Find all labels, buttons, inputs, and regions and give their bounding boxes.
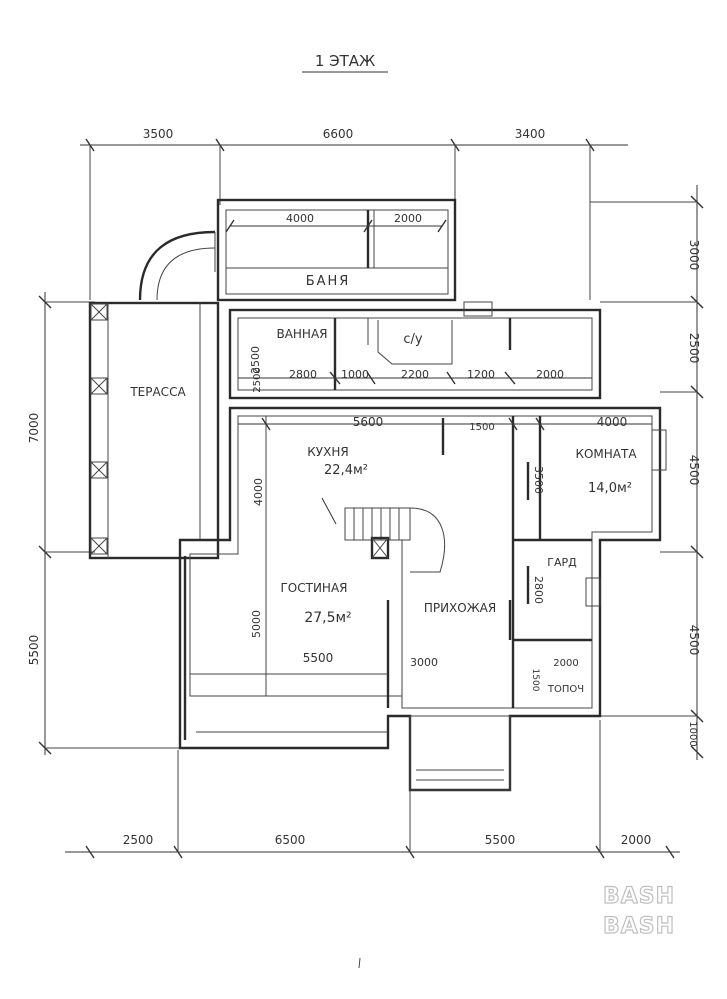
dim-bottom-1: 2500 <box>123 833 154 847</box>
dim-bath-h2: 2500 <box>252 367 263 392</box>
dim-room-h: 3500 <box>532 466 545 494</box>
dim-top-3: 3400 <box>515 127 546 141</box>
room-komnata-area: 14,0м² <box>588 481 632 496</box>
banya-walls: 4000 2000 БАНЯ <box>138 198 457 302</box>
room-banya: БАНЯ <box>306 274 351 289</box>
dim-bath-1200: 1200 <box>467 368 495 381</box>
logo-line-2: BASH <box>602 913 676 939</box>
dim-bath-2000: 2000 <box>536 368 564 381</box>
dim-bath-h: 2500 <box>249 346 262 374</box>
bash-logo: BASH BASH <box>602 883 676 944</box>
main-walls <box>178 301 667 792</box>
dim-top-1: 3500 <box>143 127 174 141</box>
dim-right-4: 4500 <box>687 625 701 656</box>
room-living-area: 27,5м² <box>304 610 351 626</box>
interior-dims: 5600 1500 4000 4000 3500 2800 5000 5500 … <box>238 415 652 692</box>
dim-right: 3000 2500 4500 4500 1000 <box>590 185 704 760</box>
dim-top: 3500 6600 3400 <box>80 127 628 300</box>
dim-kitchen-1500: 1500 <box>469 422 494 433</box>
bath-walls: ВАННАЯ с/у 2500 2500 2800 1000 2200 1200… <box>228 308 602 400</box>
dim-hall-w: 3000 <box>410 656 438 669</box>
room-su: с/у <box>403 332 423 347</box>
room-komnata: КОМНАТА <box>575 447 637 461</box>
dim-right-2: 2500 <box>687 333 701 364</box>
dim-bath-2200: 2200 <box>401 368 429 381</box>
dim-bottom: 2500 6500 5500 2000 <box>65 720 680 859</box>
dim-right-3: 4500 <box>687 455 701 486</box>
dim-bottom-4: 2000 <box>621 833 652 847</box>
logo-line-1: BASH <box>602 883 676 909</box>
room-vannaya: ВАННАЯ <box>276 327 327 341</box>
dim-bath-2800: 2800 <box>289 368 317 381</box>
terrace: ТЕРАССА <box>88 301 220 560</box>
dim-room-w: 4000 <box>597 415 628 429</box>
dim-banya-1: 4000 <box>286 212 314 225</box>
dim-topoch-h: 1500 <box>530 669 540 692</box>
dim-bottom-2: 6500 <box>275 833 306 847</box>
floor-title: 1 ЭТАЖ <box>315 52 375 70</box>
dim-right-1: 3000 <box>687 240 701 271</box>
dim-topoch-w: 2000 <box>553 658 578 669</box>
dim-bath-1000: 1000 <box>341 368 369 381</box>
dim-right-5: 1000 <box>687 721 698 746</box>
dim-living-h: 5000 <box>250 610 263 638</box>
room-topochnaya: ТОПОЧ <box>547 684 584 695</box>
dim-banya-2: 2000 <box>394 212 422 225</box>
dim-left-1: 7000 <box>27 413 41 444</box>
dim-left-2: 5500 <box>27 635 41 666</box>
dim-living-w: 5500 <box>303 651 334 665</box>
pencil-mark <box>358 957 361 969</box>
dim-kitchen-h: 4000 <box>252 478 265 506</box>
room-garderob: ГАРД <box>547 556 577 569</box>
dim-left: 7000 5500 <box>27 292 180 755</box>
room-terrace: ТЕРАССА <box>129 385 186 399</box>
dim-bottom-3: 5500 <box>485 833 516 847</box>
dim-gard-h: 2800 <box>532 576 545 604</box>
room-hall: ПРИХОЖАЯ <box>424 601 496 615</box>
room-kitchen: КУХНЯ <box>307 445 348 459</box>
room-living: ГОСТИНАЯ <box>280 581 347 595</box>
dim-top-2: 6600 <box>323 127 354 141</box>
dim-kitchen-w: 5600 <box>353 415 384 429</box>
room-kitchen-area: 22,4м² <box>324 463 368 478</box>
